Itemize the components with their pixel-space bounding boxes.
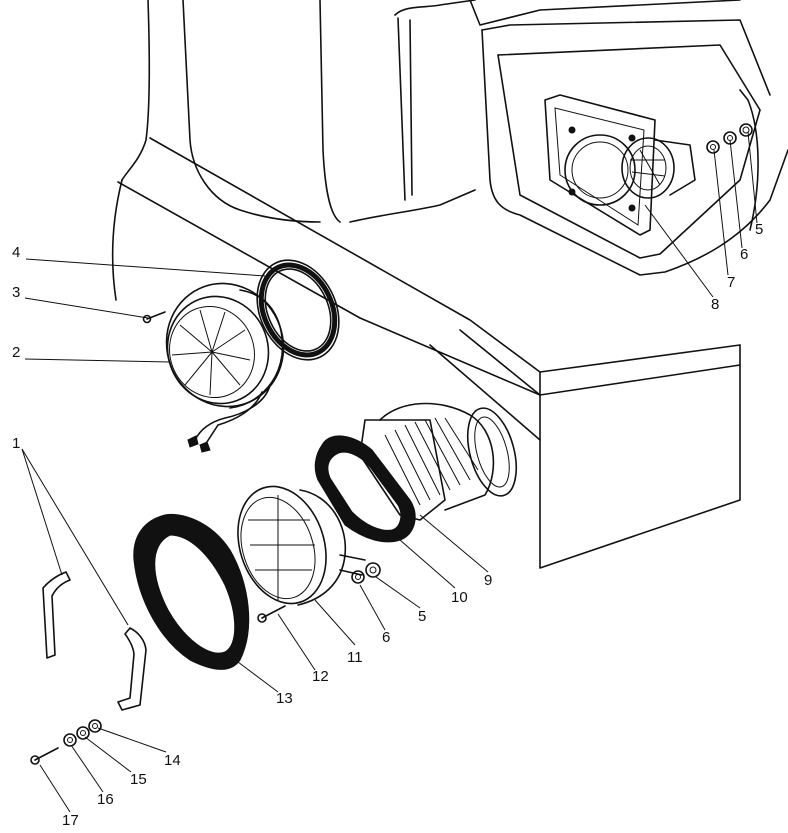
headlamp-upper <box>142 282 285 453</box>
callout-12: 12 <box>312 668 329 685</box>
headlamp-lower <box>237 485 381 606</box>
callout-2: 2 <box>12 344 20 361</box>
callout-5-upper: 5 <box>755 221 763 238</box>
callout-9: 9 <box>484 572 492 589</box>
callout-13: 13 <box>276 690 293 707</box>
callout-labels: 1 2 3 4 5 6 7 8 9 10 11 5 6 12 13 14 15 … <box>12 221 763 829</box>
callout-17: 17 <box>62 812 79 829</box>
gasket-plate <box>314 435 416 543</box>
callout-11: 11 <box>347 649 363 666</box>
callout-7: 7 <box>727 274 735 291</box>
callout-3: 3 <box>12 284 20 301</box>
lamp-housing <box>359 402 518 521</box>
callout-8: 8 <box>711 296 719 313</box>
callout-6-upper: 6 <box>740 246 748 263</box>
bezel-ring <box>133 513 250 670</box>
callout-4: 4 <box>12 244 20 261</box>
callout-1: 1 <box>12 435 20 452</box>
gasket-ring <box>256 259 340 361</box>
small-fasteners <box>30 719 102 765</box>
brackets <box>42 571 147 711</box>
callout-14: 14 <box>164 752 181 769</box>
rear-lamp <box>564 123 753 212</box>
callout-5-lower: 5 <box>418 608 426 625</box>
leader-lines <box>21 131 758 813</box>
cab-body <box>111 0 788 569</box>
callout-15: 15 <box>130 771 147 788</box>
callout-6-lower: 6 <box>382 629 390 646</box>
callout-10: 10 <box>451 589 468 606</box>
callout-16: 16 <box>97 791 114 808</box>
screw-12 <box>257 605 286 623</box>
